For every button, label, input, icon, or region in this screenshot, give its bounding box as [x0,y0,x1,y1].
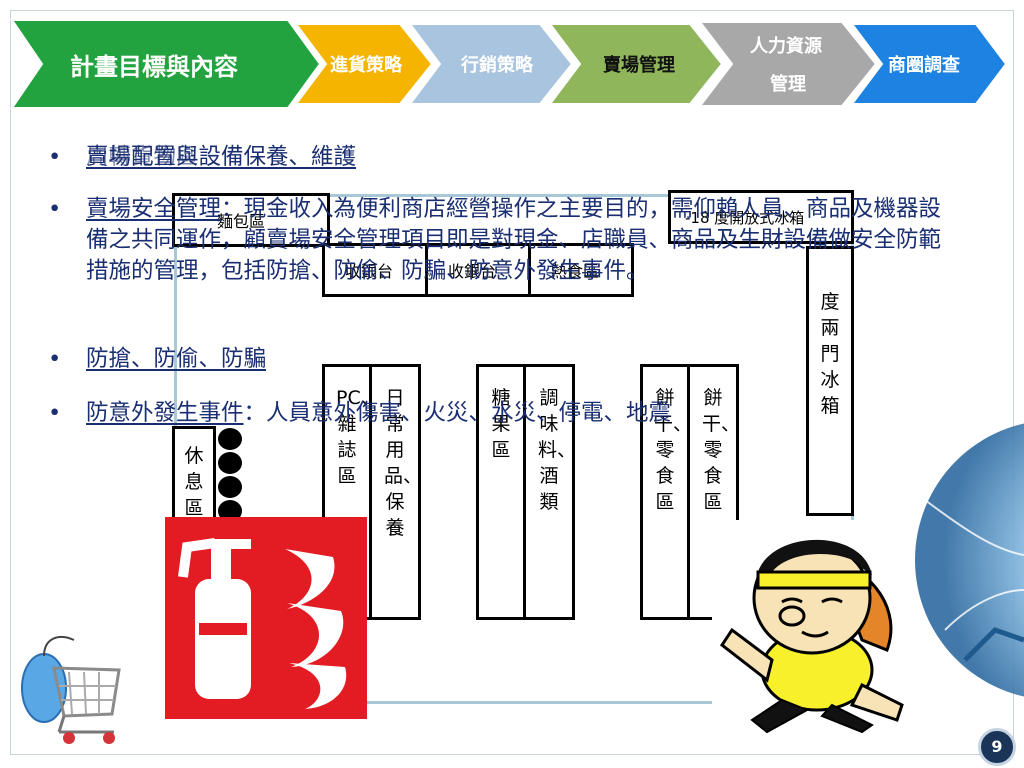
bullet-dot: • [48,144,62,170]
nav-tab-purchasing[interactable]: 進貨策略 [330,55,402,76]
bullet-overlap-text: 周轉貨物區 [86,144,199,170]
bullet-description: ：人員意外傷害、火災、水災、停電、地震 [243,400,672,426]
nav-tab-human-resources[interactable]: 人力資源 [750,36,822,57]
shopping-cart-mouse-icon [14,628,132,750]
section-navigation: 計畫目標與內容 進貨策略 行銷策略 賣場管理 人力資源 管理 商圈調查 [0,0,1024,112]
bullet-dot: • [48,400,62,426]
running-mascot-icon [712,520,917,735]
page-number: 9 [991,737,1003,756]
nav-chevrons [10,19,1008,109]
bullet-term[interactable]: 防意外發生事件 [86,400,244,426]
nav-tab-store-management[interactable]: 賣場管理 [603,55,675,76]
fire-extinguisher-sign-icon [165,517,367,719]
globe-decoration-icon [905,300,1024,720]
nav-tab-plan-goals[interactable]: 計畫目標與內容 [70,53,238,81]
bullet-text[interactable]: 防搶、防偷、防騙 [86,346,267,372]
bullet-dot: • [48,346,62,372]
bullet-text[interactable]: 賣場配置與設備保養、維護 [86,144,357,170]
page-number-badge: 9 [978,728,1016,766]
nav-tab-marketing[interactable]: 行銷策略 [461,55,533,76]
bullet-term[interactable]: 賣場安全管理 [86,196,222,222]
nav-tab-trade-area[interactable]: 商圈調查 [888,55,960,76]
nav-tab-human-resources-line2[interactable]: 管理 [770,74,806,95]
bullet-dot: • [48,196,62,222]
bullet-description: ：現金收入為便利商店經營操作之主要目的，需仰賴人員、商品及機器設備之共同運作，顧… [86,196,942,284]
